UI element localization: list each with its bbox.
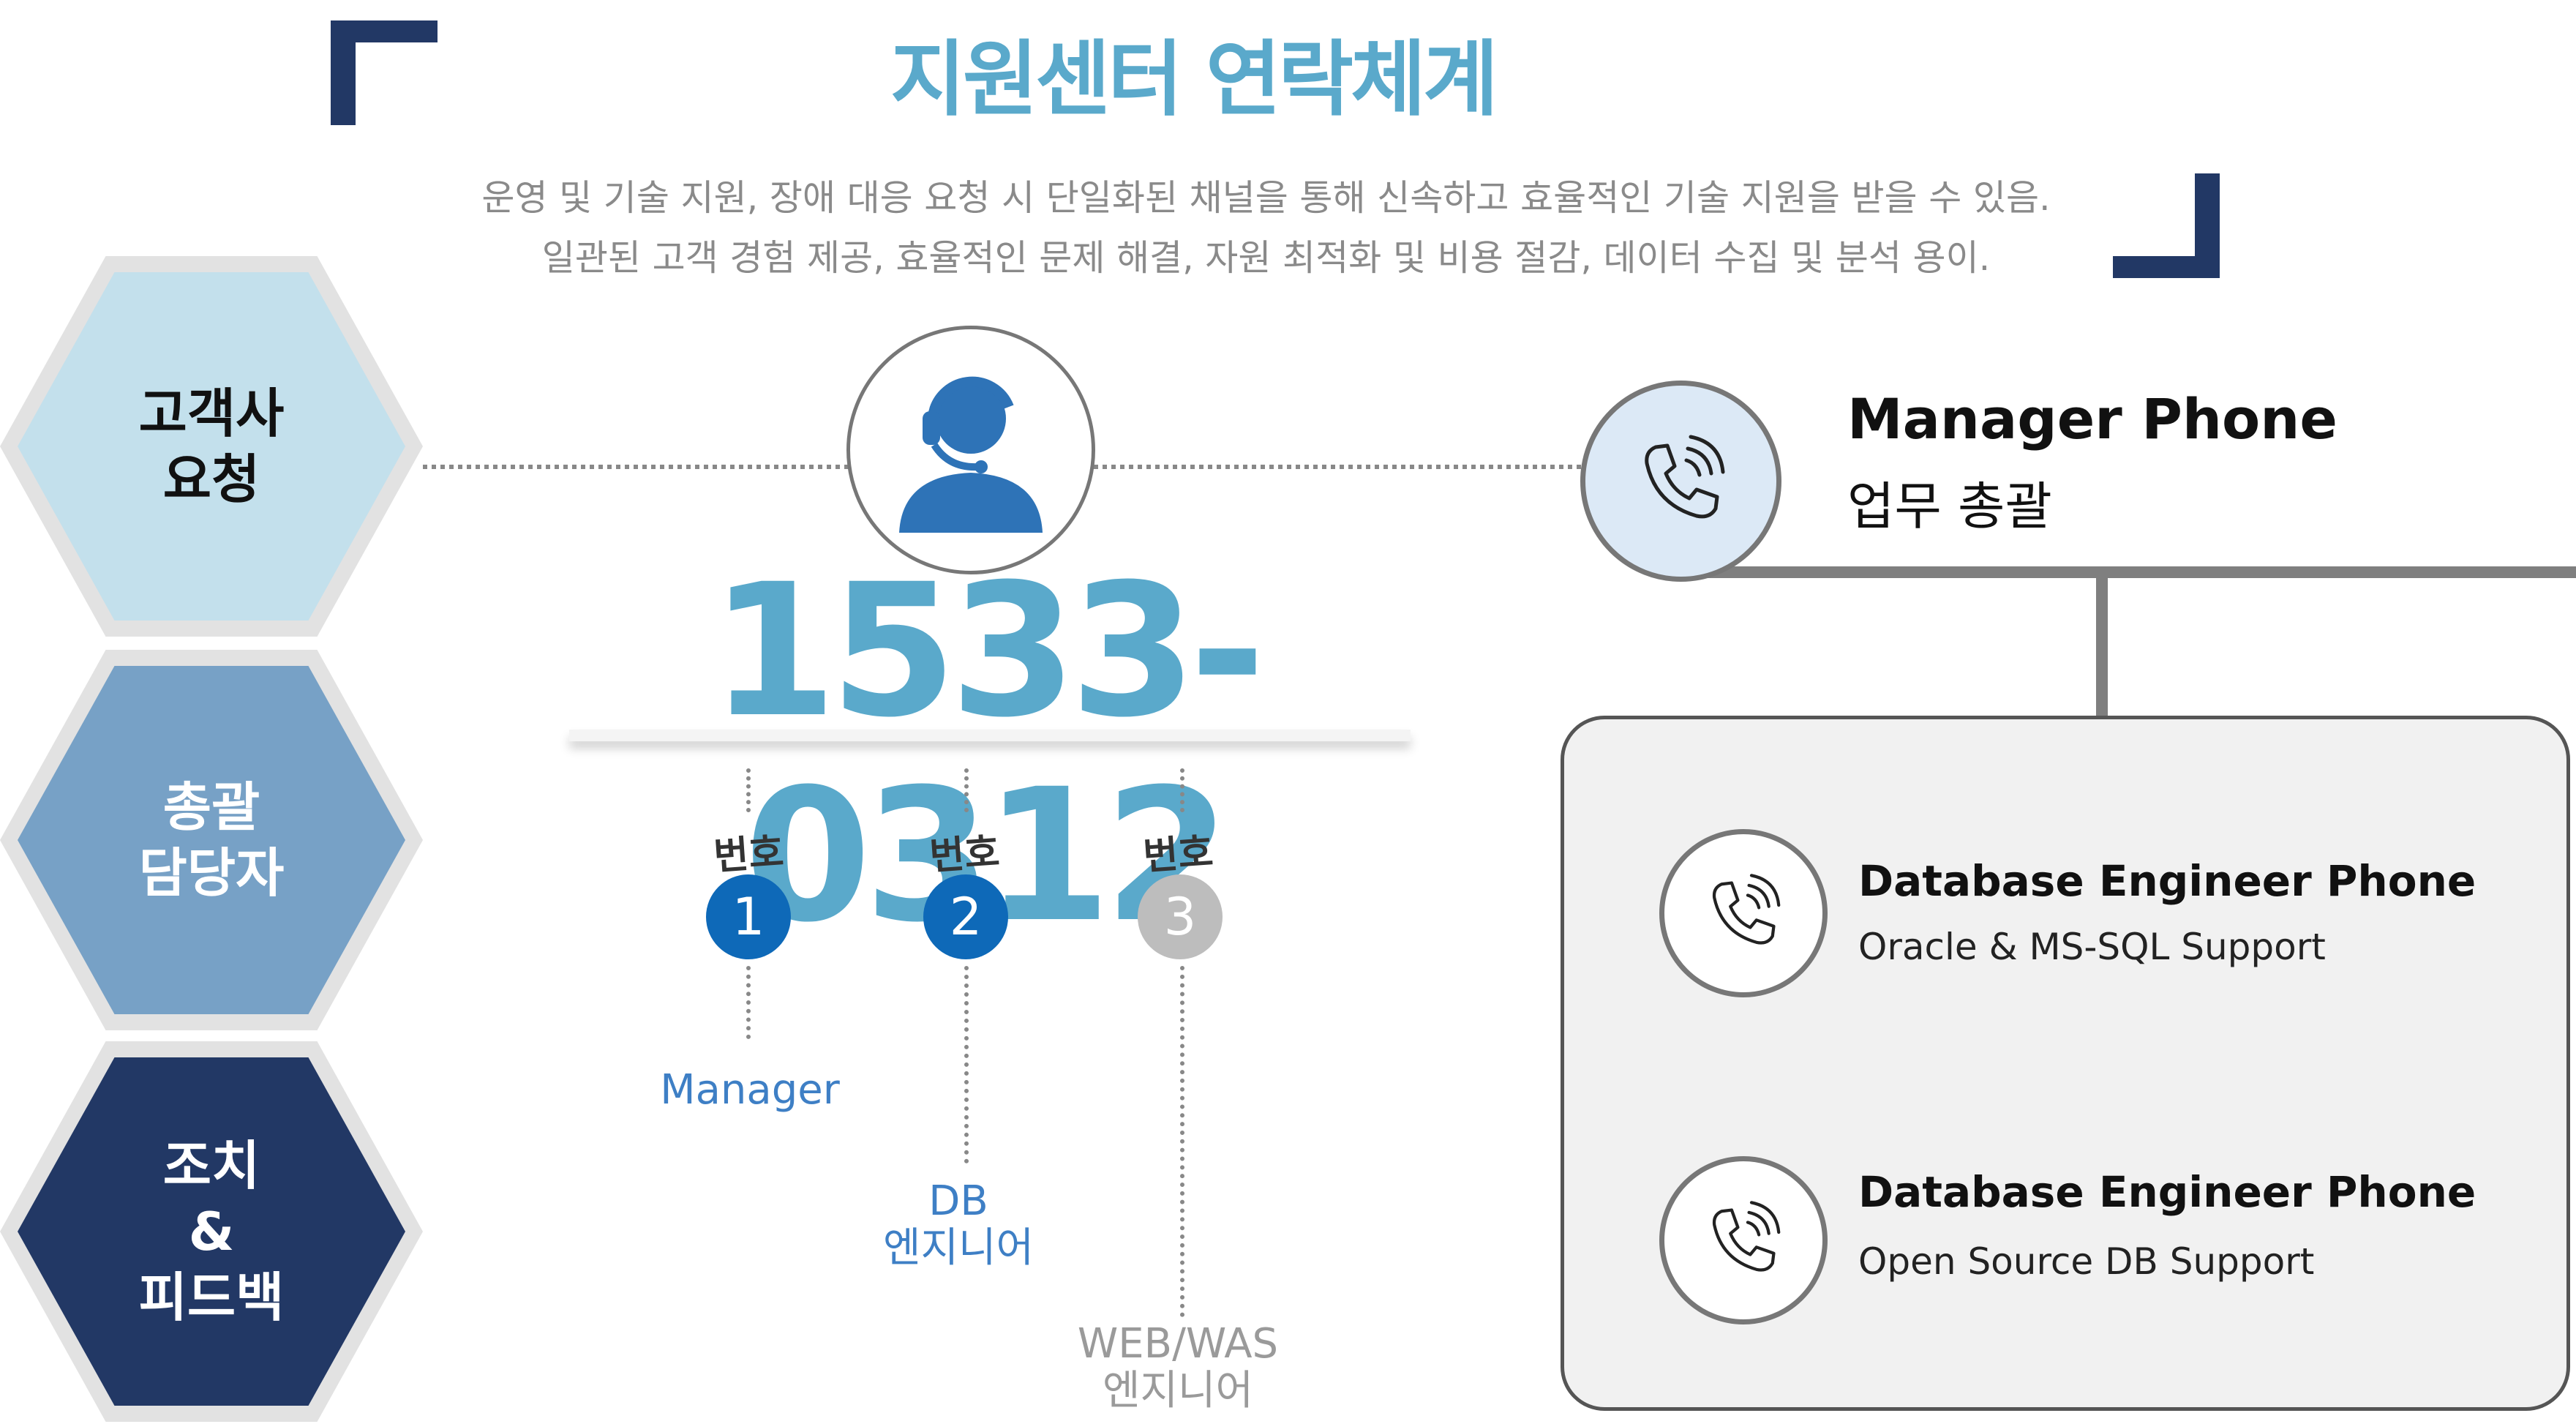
hotline-underline bbox=[569, 730, 1411, 741]
manager-phone-sub: 업무 총괄 bbox=[1847, 476, 2052, 536]
ext-connector bbox=[1180, 966, 1184, 1317]
extension-2-badge[interactable]: 2 bbox=[923, 874, 1008, 959]
engineer-phone-circle-1[interactable] bbox=[1659, 829, 1828, 997]
description-line-2: 일관된 고객 경험 제공, 효율적인 문제 해결, 자원 최적화 및 비용 절감… bbox=[541, 237, 1991, 279]
description: 운영 및 기술 지원, 장애 대응 요청 시 단일화된 채널을 통해 신속하고 … bbox=[0, 168, 2576, 288]
step-text: & bbox=[188, 1201, 235, 1262]
extension-1-badge[interactable]: 1 bbox=[706, 874, 791, 959]
ext-connector bbox=[964, 768, 969, 812]
ext-connector bbox=[746, 966, 751, 1039]
phone-ringing-icon bbox=[1712, 1201, 1781, 1272]
phone-ringing-icon bbox=[1644, 435, 1724, 518]
engineer-1-sub: Oracle & MS-SQL Support bbox=[1858, 926, 2326, 968]
role-text: WEB/WAS bbox=[1077, 1320, 1279, 1368]
extension-1-role: Manager bbox=[604, 1067, 896, 1114]
corner-bracket-top-left bbox=[331, 20, 356, 125]
role-text: 엔지니어 bbox=[1102, 1367, 1254, 1414]
headset-agent-icon bbox=[899, 376, 1043, 533]
description-line-1: 운영 및 기술 지원, 장애 대응 요청 시 단일화된 채널을 통해 신속하고 … bbox=[481, 177, 2051, 219]
step-text: 요청 bbox=[162, 449, 260, 510]
extension-3-badge[interactable]: 3 bbox=[1138, 874, 1223, 959]
role-text: 엔지니어 bbox=[882, 1224, 1034, 1272]
step-text: 담당자 bbox=[138, 842, 285, 904]
manager-phone-circle[interactable] bbox=[1580, 381, 1781, 582]
ext-connector bbox=[964, 966, 969, 1163]
ext-label: 번호 bbox=[928, 830, 1002, 880]
extension-3-role: WEB/WAS 엔지니어 bbox=[1032, 1321, 1324, 1414]
step-text: 총괄 bbox=[162, 776, 260, 838]
step-hexagon-label: 조치&피드백 bbox=[18, 1057, 405, 1406]
ext-label: 번호 bbox=[1141, 830, 1215, 880]
extension-2-role: DB 엔지니어 bbox=[812, 1178, 1105, 1272]
role-text: Manager bbox=[660, 1066, 840, 1114]
page-title: 지원센터 연락체계 bbox=[890, 32, 1498, 127]
role-text: DB bbox=[928, 1177, 988, 1225]
agent-circle bbox=[846, 326, 1095, 574]
phone-ringing-icon bbox=[1712, 874, 1781, 945]
step-text: 고객사 bbox=[138, 383, 285, 444]
corner-bracket-bottom-right bbox=[2195, 173, 2220, 278]
engineer-2-title: Database Engineer Phone bbox=[1858, 1167, 2477, 1217]
engineer-phone-circle-2[interactable] bbox=[1659, 1156, 1828, 1324]
manager-phone-title: Manager Phone bbox=[1847, 386, 2337, 451]
engineer-1-title: Database Engineer Phone bbox=[1858, 856, 2477, 906]
ext-connector bbox=[1180, 768, 1184, 812]
step-text: 피드백 bbox=[138, 1267, 285, 1328]
step-text: 조치 bbox=[162, 1135, 260, 1196]
ext-connector bbox=[746, 768, 751, 812]
engineer-2-sub: Open Source DB Support bbox=[1858, 1240, 2315, 1283]
ext-label: 번호 bbox=[712, 830, 786, 880]
